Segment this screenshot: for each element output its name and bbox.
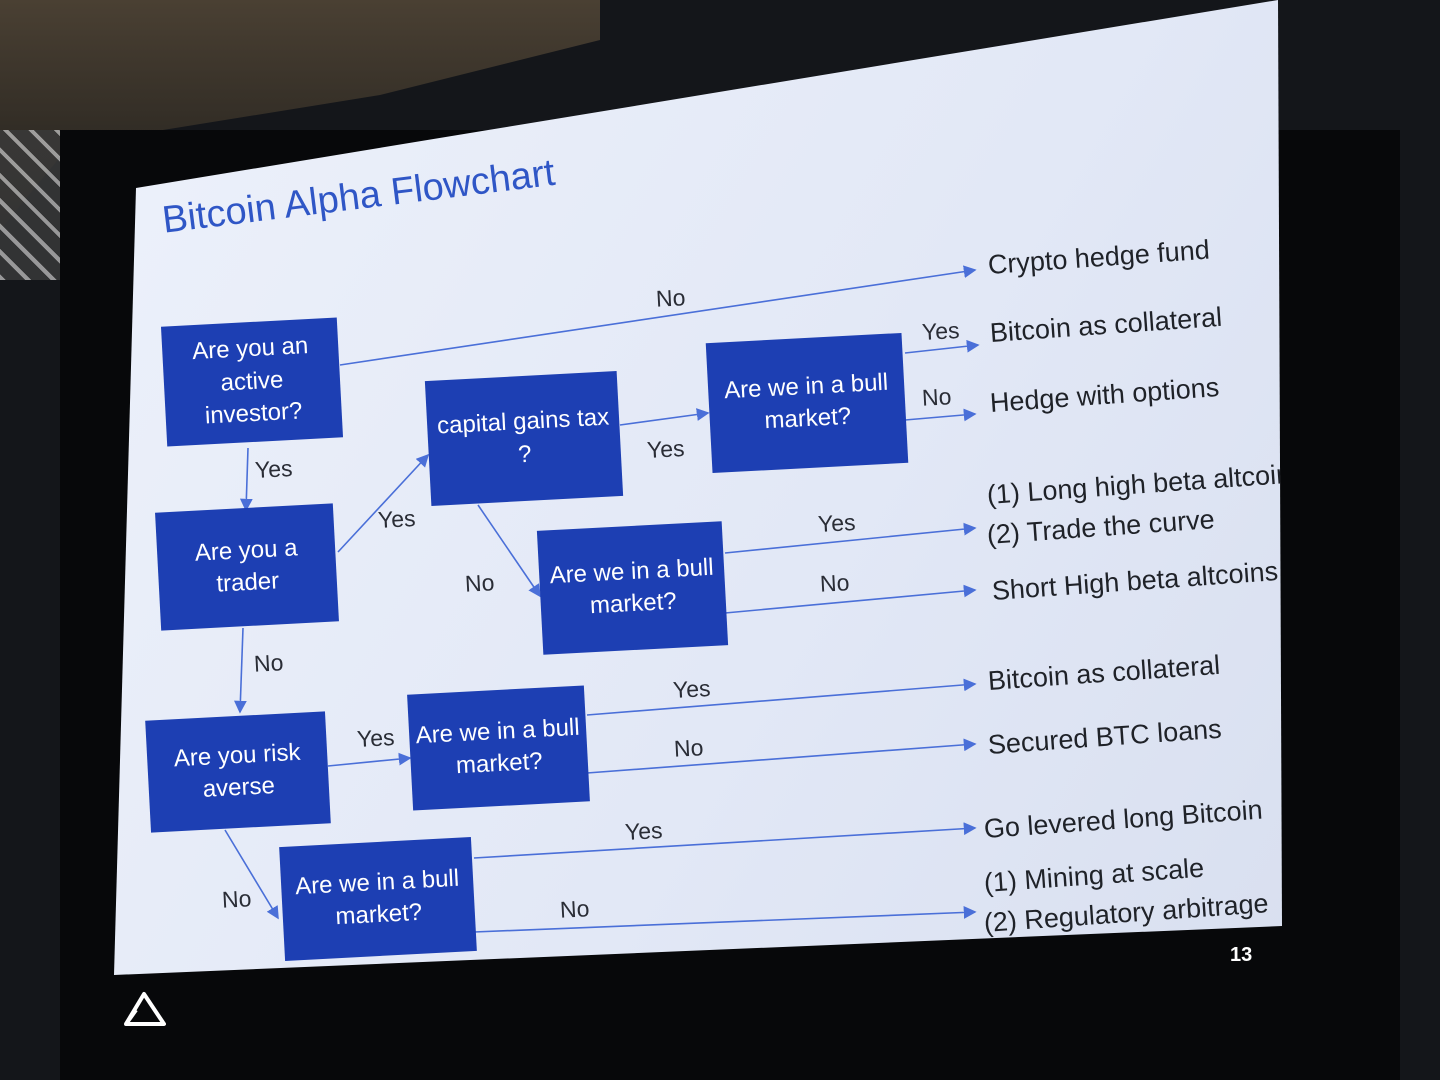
node-bull-market-4: Are we in a bull market? bbox=[279, 837, 477, 961]
edge-bull2-yes bbox=[724, 522, 977, 554]
edge-bull4-yes bbox=[473, 822, 977, 859]
edge-investor-no bbox=[339, 265, 977, 366]
edge-trader-no bbox=[234, 627, 247, 714]
edge-cgt-yes bbox=[619, 408, 710, 426]
label-bull2-yes: Yes bbox=[817, 509, 857, 537]
label-bull1-yes: Yes bbox=[921, 317, 961, 345]
label-bull4-yes: Yes bbox=[624, 817, 664, 845]
label-bull3-no: No bbox=[673, 734, 705, 762]
edge-bull1-no bbox=[904, 408, 977, 422]
edge-cgt-no bbox=[477, 504, 541, 598]
label-bull3-yes: Yes bbox=[672, 675, 712, 703]
edge-bull3-no bbox=[586, 738, 977, 774]
edge-bull1-yes bbox=[904, 339, 980, 354]
label-cgt-no: No bbox=[464, 569, 496, 597]
label-bull4-no: No bbox=[559, 895, 591, 923]
label-cgt-yes: Yes bbox=[646, 435, 686, 463]
label-investor-no: No bbox=[655, 284, 687, 312]
edge-risk-no bbox=[224, 829, 279, 920]
edge-bull3-yes bbox=[586, 678, 977, 716]
node-bull-market-3: Are we in a bull market? bbox=[407, 685, 590, 811]
node-active-investor: Are you an active investor? bbox=[160, 317, 344, 447]
node-risk-averse: Are you risk averse bbox=[145, 711, 331, 833]
node-trader: Are you a trader bbox=[155, 503, 339, 631]
label-bull1-no: No bbox=[921, 383, 953, 411]
edge-investor-yes bbox=[239, 447, 253, 512]
edge-risk-yes bbox=[327, 752, 412, 767]
page-number: 13 bbox=[1230, 944, 1253, 966]
label-risk-yes: Yes bbox=[356, 724, 396, 752]
mountain-logo-icon bbox=[124, 992, 166, 1026]
node-capital-gains: capital gains tax ? bbox=[424, 371, 624, 506]
edge-bull4-no bbox=[473, 906, 977, 933]
edge-bull2-no bbox=[724, 584, 977, 614]
label-investor-yes: Yes bbox=[254, 455, 294, 483]
node-bull-market-1: Are we in a bull market? bbox=[705, 332, 909, 474]
label-bull2-no: No bbox=[819, 569, 851, 597]
label-trader-no: No bbox=[253, 649, 285, 677]
label-trader-yes: Yes bbox=[377, 505, 417, 533]
node-bull-market-2: Are we in a bull market? bbox=[536, 521, 729, 655]
label-risk-no: No bbox=[221, 885, 253, 913]
edge-trader-yes bbox=[337, 453, 430, 553]
